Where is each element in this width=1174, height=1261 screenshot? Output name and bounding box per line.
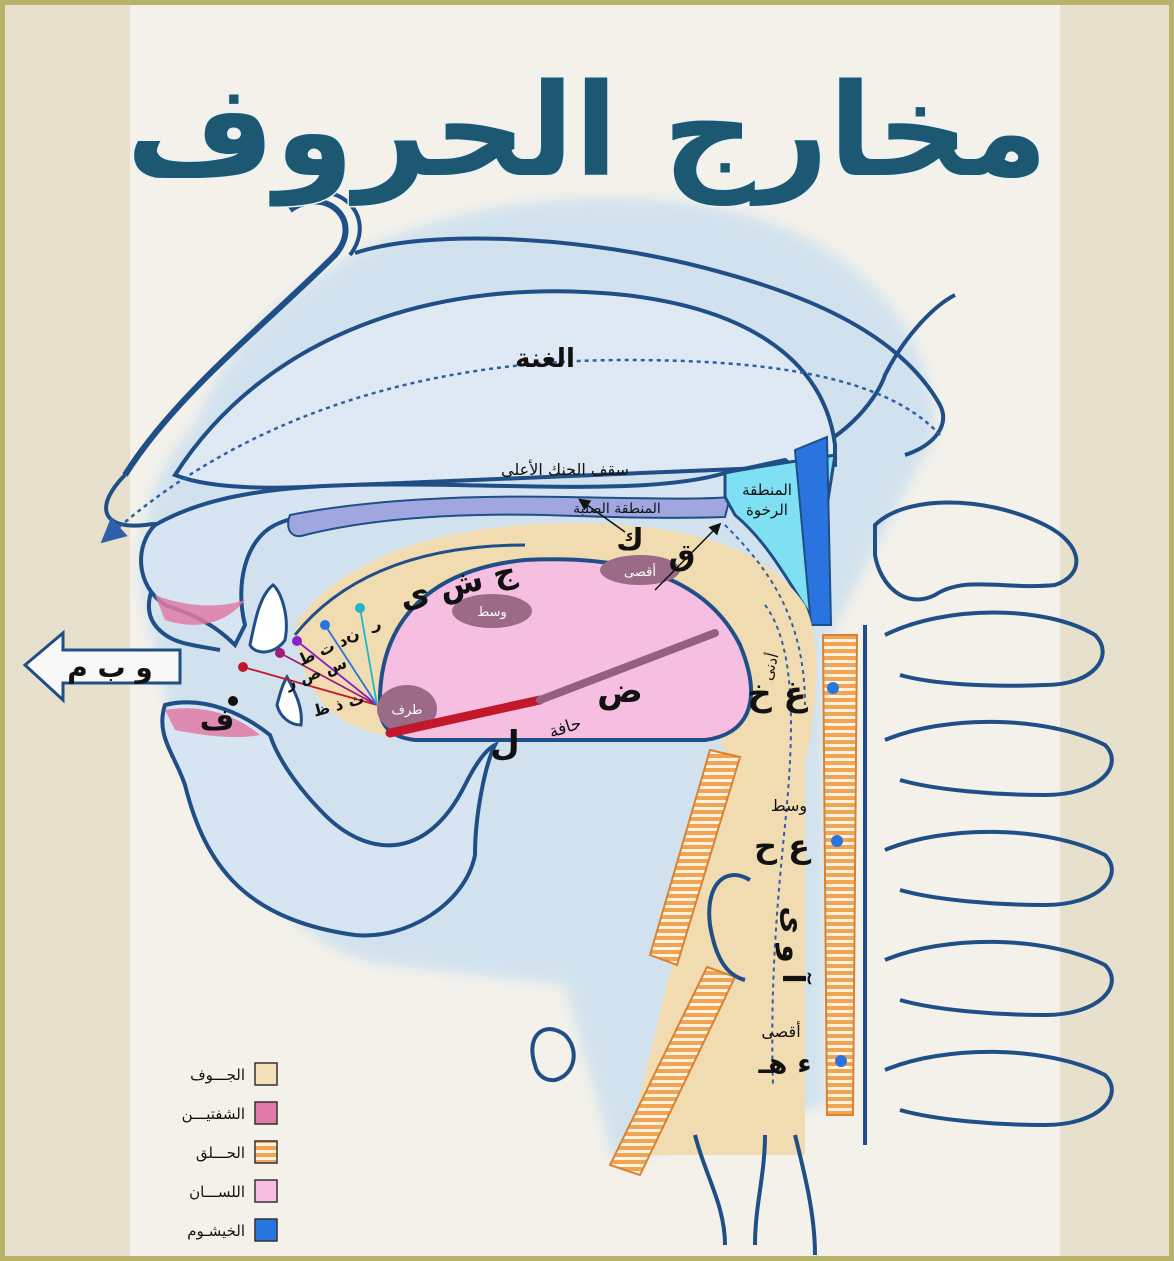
letters-hamza-ha: ء هـ — [757, 1047, 811, 1080]
ray-point-thaa — [275, 648, 285, 658]
letters-gh-kh: غ خ — [747, 674, 808, 714]
ray-point-lips — [238, 662, 248, 672]
ray-point-nuun — [355, 603, 365, 613]
soft-palate-label-1: المنطقة — [742, 481, 792, 499]
letter-f: ف — [200, 703, 235, 738]
letter-lam: ل — [490, 724, 520, 764]
legend-label-0: الجـــوف — [190, 1066, 245, 1084]
legend-label-1: الشفتيـــن — [182, 1105, 245, 1123]
madd-letters: آ و ى — [775, 906, 812, 984]
ghunna-label: الغنة — [515, 344, 575, 374]
letters-ain-ha: ع ح — [754, 827, 812, 865]
soft-palate-label-2: الرخوة — [746, 501, 788, 519]
legend-label-4: الخيشـوم — [187, 1222, 245, 1240]
tongue-middle-label: وسط — [477, 605, 507, 620]
letter-n: ن — [346, 625, 360, 644]
letter-dad: ض — [597, 671, 643, 711]
legend-swatch-2 — [255, 1141, 277, 1163]
roof-label: سقف الحنك الأعلى — [501, 459, 629, 479]
letter-q: ق — [669, 538, 696, 573]
articulation-diagram: مخارج الحروف الغنة سقف الحنك الأعلى المن… — [5, 5, 1169, 1256]
throat-middle-label: وسط — [771, 796, 807, 816]
throat-point-lower — [835, 1055, 847, 1067]
page-title: مخارج الحروف — [126, 57, 1048, 207]
throat-point-middle — [831, 835, 843, 847]
legend-label-3: اللســـان — [189, 1183, 245, 1201]
ray-point-siin — [292, 636, 302, 646]
legend-swatch-0 — [255, 1063, 277, 1085]
letter-k: ك — [616, 523, 644, 558]
tongue-tip-label: طرف — [392, 703, 423, 718]
tongue-back-label: أقصى — [624, 563, 656, 580]
letter-r: ر — [371, 614, 381, 633]
legend-swatch-4 — [255, 1219, 277, 1241]
throat-point-upper — [827, 682, 839, 694]
ray-point-daal — [320, 620, 330, 630]
hard-palate-label: المنطقة الصلبة — [573, 501, 661, 517]
legend-swatch-1 — [255, 1102, 277, 1124]
legend-swatch-3 — [255, 1180, 277, 1202]
throat-bar-back — [823, 635, 857, 1115]
legend-label-2: الحـــلق — [196, 1144, 245, 1162]
throat-lower-label: أقصى — [761, 1021, 800, 1041]
lips-letters: و ب م — [67, 651, 153, 684]
